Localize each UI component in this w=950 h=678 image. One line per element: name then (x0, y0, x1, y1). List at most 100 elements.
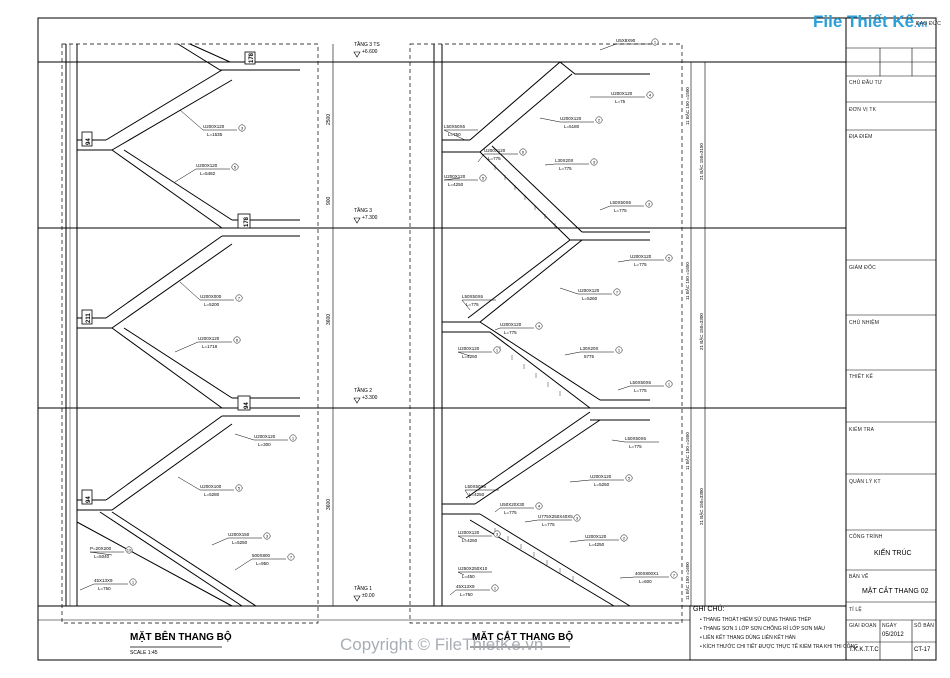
right-member-label-callout-circle (645, 200, 653, 208)
left-member-label-profile: P=20X200 (90, 546, 112, 551)
right-member-label-profile: U200X120 (500, 322, 522, 327)
right-member-label-callout-circle (625, 474, 633, 482)
left-member-label-profile: U200X100 (200, 484, 222, 489)
right-member-label-leader (449, 589, 457, 596)
right-member-label-callout-number: 1 (496, 348, 499, 353)
left-member-label-profile: 45X13X9 (94, 578, 113, 583)
right-member-label-leader (599, 205, 611, 211)
left-tag-6: 94 (86, 496, 92, 503)
right-member-label-callout-number: 6 (522, 150, 525, 155)
tb-row-manager: QUẢN LÝ KT (849, 479, 881, 485)
brand-logo: File Thiết Kế.vn (813, 12, 927, 32)
right-member-label-leader (494, 327, 501, 331)
right-member-label-callout-circle (620, 534, 628, 542)
tb-row-check: KIỂM TRA (849, 427, 875, 433)
tb-phase-label: GIAI ĐOẠN (849, 623, 877, 629)
level-1-name: TẦNG 1 (354, 585, 372, 592)
dim-vertical-2: 900 (326, 196, 332, 205)
tb-row-director: GIÁM ĐỐC (849, 265, 876, 271)
right-member-label-callout-number: 4 (538, 324, 541, 329)
left-member-label-callout-circle (125, 546, 133, 554)
right-member-label-length: L=775 (614, 208, 627, 213)
right-member-label-length: L=775 (488, 156, 501, 161)
dim-vertical-3: 3600 (326, 314, 332, 325)
left-member-label-profile: U200X000 (200, 294, 222, 299)
right-member-label-callout-circle (595, 116, 603, 124)
right-member-label-leader (564, 351, 581, 356)
left-member-label-leader (179, 281, 201, 301)
left-member-label-profile: U200X150 (228, 532, 250, 537)
right-member-label-callout-number: 4 (538, 504, 541, 509)
left-member-label-callout-number: 1 (132, 580, 135, 585)
right-member-label-profile: U200X120 (630, 254, 652, 259)
dim-right-5: 11 BẬC 150 =1650 (684, 432, 690, 470)
right-member-label-callout-number: 2 (623, 536, 626, 541)
right-member-label-callout-circle (493, 530, 501, 538)
note-item-1: • THANG THOÁT HIỂM SỬ DỤNG THANG THÉP (700, 617, 812, 623)
right-member-label-profile: L50X50X6 (625, 436, 647, 441)
right-member-label-leader (443, 177, 461, 181)
right-member-label-profile: U200X120 (444, 174, 466, 179)
right-member-label-callout-number: 1 (618, 348, 621, 353)
tb-date-label: NGÀY (882, 623, 897, 629)
right-member-label-callout-number: 5 (628, 476, 631, 481)
right-member-label-callout-circle (613, 288, 621, 296)
left-member-label-length: L=5250 (232, 540, 248, 545)
left-member-label-profile: 500X800 (252, 553, 271, 558)
left-member-label-profile: U200X120 (203, 124, 225, 129)
tb-project-label: CÔNG TRÌNH (849, 534, 883, 540)
vertical-dimension (328, 44, 338, 607)
left-member-label-length: L=5280 (204, 492, 220, 497)
right-member-label-profile: U200X120 (458, 530, 480, 535)
right-member-label-profile: U200X120 (590, 474, 612, 479)
right-member-label-callout-number: 7 (673, 573, 676, 578)
left-member-label-callout-number: 5 (238, 486, 241, 491)
right-member-label-callout-circle (646, 91, 654, 99)
left-member-label-length: L=1535 (207, 132, 223, 137)
right-member-label-length: L=750 (448, 132, 461, 137)
right-member-label-length: L=4250 (589, 542, 605, 547)
right-member-label-callout-circle (493, 346, 501, 354)
left-member-label-length: L=5482 (200, 171, 216, 176)
tb-row-location: ĐỊA ĐIỂM (849, 134, 873, 140)
right-member-label-leader (457, 571, 465, 576)
right-member-label-callout-circle (665, 380, 673, 388)
right-member-label-leader (611, 439, 626, 443)
right-member-label-profile: U775X250X40X5 (538, 514, 573, 519)
right-view-frame (409, 43, 683, 624)
right-member-label-profile: U200X120 (585, 534, 607, 539)
right-member-label-callout-circle (573, 514, 581, 522)
left-member-label-callout-circle (231, 163, 239, 171)
left-member-label-length: L=950 (256, 561, 269, 566)
left-member-label-leader (211, 537, 229, 546)
logo-domain: .vn (914, 19, 928, 29)
right-member-label-leader (494, 507, 501, 513)
right-member-label-leader (599, 43, 617, 51)
note-text-4: KÍCH THƯỚC CHI TIẾT ĐƯỢC THỰC TẾ KIỂM TR… (703, 644, 859, 650)
notes-title: GHI CHÚ: (693, 606, 725, 613)
level-3-name: TẦNG 3 (354, 207, 372, 214)
right-member-label-callout-number: 5 (668, 256, 671, 261)
right-member-label-leader (524, 519, 539, 523)
right-member-label-length: L=775 (504, 330, 517, 335)
right-member-label-profile: L50X50X6 (465, 484, 487, 489)
right-view-title: MẶT CẮT THANG BỘ (472, 632, 574, 643)
right-member-label-callout-circle (590, 158, 598, 166)
left-tag-1: 178 (249, 52, 255, 63)
note-item-3: • LIÊN KẾT THANG DÙNG LIÊN KẾT HÀN (700, 635, 796, 641)
right-dimension-lines (690, 62, 706, 606)
left-member-label-length: L=750 (98, 586, 111, 591)
left-view-frame (61, 43, 319, 624)
right-member-label-leader (464, 489, 471, 499)
left-member-label-callout-circle (233, 336, 241, 344)
left-tag-2: 94 (86, 138, 92, 145)
dim-right-1: 11 BẬC 150 =1500 (684, 87, 690, 125)
left-member-label-length: L=5040 (94, 554, 110, 559)
tb-row-design: THIẾT KẾ (849, 374, 874, 380)
right-member-label-leader (617, 259, 631, 263)
right-member-label-profile: U50X20X30 (500, 502, 525, 507)
right-member-label-profile: L50X50X6 (444, 124, 466, 129)
right-member-label-length: L=750 (460, 592, 473, 597)
left-member-label-leader (174, 168, 197, 183)
tb-row-designer: ĐƠN VỊ TK (849, 107, 877, 113)
